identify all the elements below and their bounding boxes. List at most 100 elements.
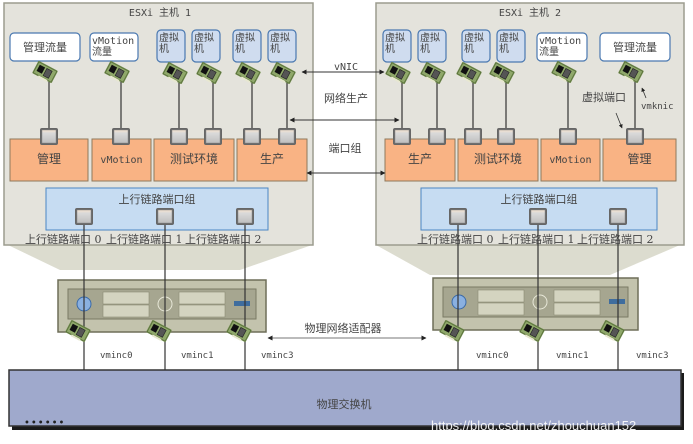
virtual-nic-icon: [456, 62, 482, 84]
physical-nic-icon: [519, 320, 545, 342]
nic-connector: [275, 76, 286, 83]
nic-chip: [523, 323, 533, 333]
port-socket: [498, 129, 514, 144]
vm-label: vMotion: [92, 36, 134, 47]
port-group-label: 生产: [260, 152, 284, 166]
vm-label: 流量: [92, 45, 112, 58]
uplink-port-label: 上行链路端口 1: [498, 232, 575, 246]
callout-virtual-port: 虚拟端口: [582, 90, 626, 104]
power-button-icon: [451, 294, 467, 310]
host-1-title: ESXi 主机 1: [129, 6, 191, 19]
nic-chip: [75, 327, 86, 338]
virtual-machine: 虚拟机: [267, 29, 297, 63]
virtual-nic-icon: [618, 61, 644, 83]
status-indicator-icon: [532, 294, 548, 310]
virtual-port-icon: [626, 128, 644, 145]
vm-label: 虚拟: [499, 31, 519, 44]
nic-chip: [561, 68, 572, 79]
virtual-nic-icon: [235, 62, 261, 84]
vm-box: [417, 29, 447, 63]
uplink-port-icon: [609, 208, 627, 225]
nic-chip: [395, 69, 406, 80]
nic-chip: [236, 327, 247, 338]
nic-chip: [114, 68, 125, 79]
port-group-label: 管理: [627, 151, 651, 166]
nic-connector: [240, 76, 251, 83]
vm-label: 虚拟: [385, 31, 405, 44]
port-group-label: vMotion: [549, 155, 591, 166]
port-socket: [113, 129, 129, 144]
nic-chip: [280, 69, 291, 80]
physical-nic-label: vminc3: [636, 351, 669, 361]
nic-chip: [230, 323, 240, 333]
drive-bay: [477, 302, 525, 316]
vm-label: 虚拟: [420, 31, 440, 44]
vm-label: 虚拟: [235, 31, 255, 44]
nic-chip: [245, 69, 256, 80]
nic-connector: [425, 76, 436, 83]
nic-connector: [109, 75, 120, 82]
switch-status-leds: ••••••: [24, 418, 65, 429]
nic-chip: [274, 65, 284, 75]
virtual-machine: 虚拟机: [382, 29, 412, 63]
vm-box: [382, 29, 412, 63]
uplink-port-icon: [449, 208, 467, 225]
vm-box: [232, 29, 262, 63]
vm-label: 机: [499, 42, 509, 55]
port-group-box: [153, 138, 235, 182]
nic-chip: [443, 323, 453, 333]
uplink-port-group-label: 上行链路端口组: [501, 192, 578, 206]
vm-box: [156, 29, 186, 63]
vm-label: 机: [194, 42, 204, 55]
port-socket: [279, 129, 295, 144]
nic-chip: [529, 327, 540, 338]
watermark: https://blog.csdn.net/zhouchuan152: [431, 418, 636, 433]
nic-chip: [466, 69, 477, 80]
nic-chip: [603, 323, 613, 333]
virtual-machine: 虚拟机: [232, 29, 262, 63]
nic-chip: [156, 327, 167, 338]
uplink-port-icon: [156, 208, 174, 225]
port-socket: [560, 129, 576, 144]
port-group-box: [236, 138, 308, 182]
port-socket: [627, 129, 643, 144]
vm-box: [461, 29, 491, 63]
virtual-port-icon: [278, 128, 296, 145]
vm-label: 管理流量: [23, 40, 67, 54]
uplink-port-group-label: 上行链路端口组: [119, 192, 196, 206]
callout-physical-adapter: 物理网络适配器: [305, 321, 382, 335]
nic-chip: [206, 69, 217, 80]
host-1-funnel: [8, 245, 312, 270]
vm-box: [191, 29, 221, 63]
nic-connector: [167, 76, 178, 83]
nic-chip: [108, 64, 118, 74]
drive-bay: [553, 302, 601, 316]
virtual-port-icon: [243, 128, 261, 145]
virtual-port-icon: [112, 128, 130, 145]
virtual-nic-icon: [32, 61, 58, 83]
port-group-box: [9, 138, 89, 182]
virtual-nic-icon: [104, 61, 130, 83]
traffic-box: [89, 32, 139, 62]
vmkernel-traffic: 管理流量: [9, 32, 81, 62]
port-socket: [610, 209, 626, 224]
port-group-label: 生产: [408, 152, 432, 166]
drive-bay: [102, 304, 150, 318]
port-group-box: [602, 138, 677, 182]
virtual-port-icon: [428, 128, 446, 145]
physical-nic-icon: [65, 320, 91, 342]
drive-bay: [178, 291, 226, 305]
virtual-port-icon: [464, 128, 482, 145]
virtual-machine: 虚拟机: [191, 29, 221, 63]
vm-label: 虚拟: [270, 31, 290, 44]
physical-nic-icon: [439, 320, 465, 342]
physical-nic-label: vminc0: [476, 351, 509, 361]
vmkernel-traffic: 管理流量: [599, 32, 671, 62]
callout-vnic: vNIC: [334, 62, 358, 73]
uplink-port-icon: [529, 208, 547, 225]
nic-chip: [493, 65, 503, 75]
port-socket: [394, 129, 410, 144]
nic-connector: [604, 334, 615, 341]
